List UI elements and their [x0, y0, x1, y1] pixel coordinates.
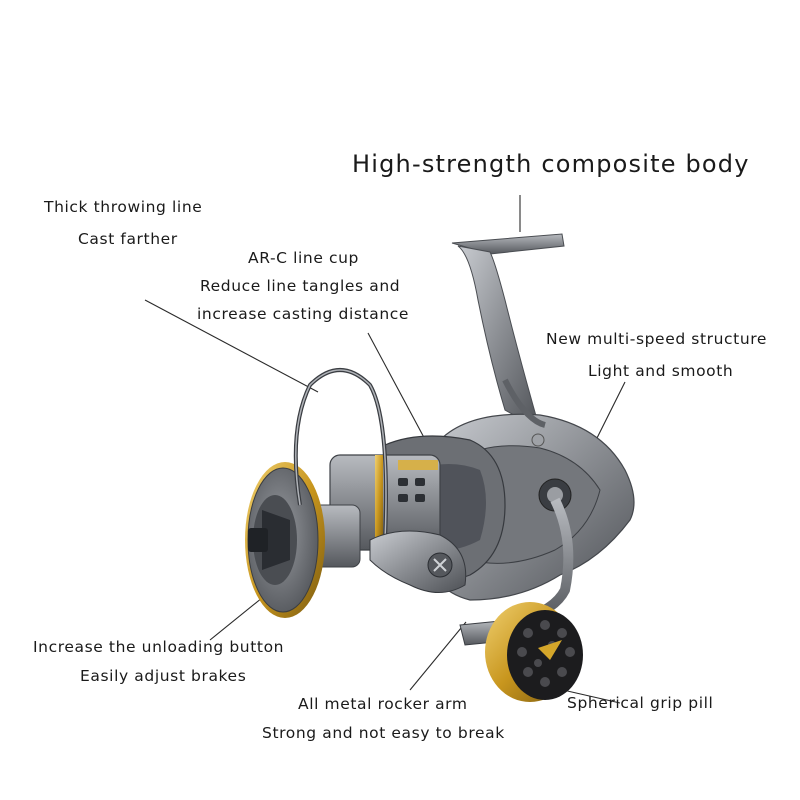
callout-lines — [144, 195, 626, 704]
callout-unloading-title: Increase the unloading button — [33, 638, 285, 656]
callout-rocker-arm-sub: Strong and not easy to break — [262, 724, 505, 742]
grip-knob — [485, 602, 583, 702]
callout-line-cup-title: AR-C line cup — [248, 249, 359, 267]
callout-line-cup-sub2: increase casting distance — [197, 305, 410, 323]
spool-front — [245, 462, 325, 618]
bail-arm — [369, 530, 467, 593]
headline-title: High-strength composite body — [352, 150, 750, 178]
callout-unloading-sub: Easily adjust brakes — [80, 667, 247, 685]
callout-multi-speed-sub: Light and smooth — [588, 362, 734, 380]
callout-line-cup-sub1: Reduce line tangles and — [200, 277, 401, 295]
callout-thick-line-sub: Cast farther — [78, 230, 178, 248]
bail-wire — [293, 368, 388, 541]
callout-grip-title: Spherical grip pill — [567, 694, 714, 712]
callout-thick-line-title: Thick throwing line — [44, 198, 203, 216]
callout-multi-speed-title: New multi-speed structure — [546, 330, 768, 348]
reel-stem — [451, 233, 565, 432]
callout-rocker-arm-title: All metal rocker arm — [298, 695, 468, 713]
